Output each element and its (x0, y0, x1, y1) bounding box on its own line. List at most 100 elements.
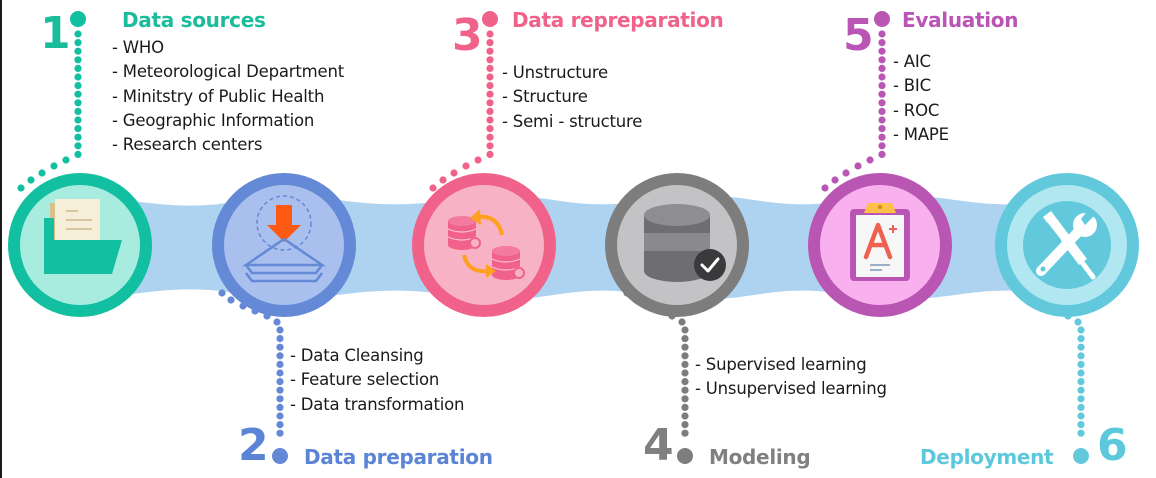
gear-icon (513, 267, 525, 279)
list-item: - Unstructure (502, 63, 609, 82)
connector-dot (681, 386, 689, 394)
screwdriver (1043, 211, 1087, 265)
connector-dot (450, 169, 458, 177)
wrench-jaw (1081, 209, 1097, 225)
connector-dot (1077, 429, 1085, 437)
connector-dot (1064, 312, 1072, 320)
connector-dot (74, 99, 82, 107)
layer (241, 237, 327, 267)
connector-dot (878, 39, 886, 47)
connector-dot (486, 39, 494, 47)
step-2-title: Data preparation (304, 445, 493, 469)
connector-dot (678, 318, 686, 326)
plus-sign (889, 225, 897, 233)
connector-dot (486, 30, 494, 38)
list-item: - Minitstry of Public Health (112, 86, 325, 106)
connector-dot (239, 302, 247, 310)
connector-dot (74, 125, 82, 133)
step-4-list: - Supervised learning - Unsupervised lea… (695, 353, 887, 402)
connector-dot (878, 142, 886, 150)
connector-dot (842, 169, 850, 177)
connector-dot (486, 56, 494, 64)
list-item: - Data Cleansing (290, 346, 424, 365)
step-2-number: 2 (238, 420, 269, 471)
step-3-node (412, 173, 556, 317)
step-1-number: 1 (40, 8, 71, 59)
connector-dot (486, 142, 494, 150)
connector-dot (681, 378, 689, 386)
connector-dot (276, 352, 284, 360)
connector-dot (74, 30, 82, 38)
connector-dot (276, 412, 284, 420)
list-item: - Research centers (112, 135, 263, 155)
step-2-list: - Data Cleansing - Feature selection - D… (290, 344, 464, 417)
connector-dot (1077, 421, 1085, 429)
connector-dot (462, 162, 470, 170)
step-6-number: 6 (1097, 420, 1128, 471)
list-item: - AIC (893, 52, 931, 71)
connector-dot (1077, 335, 1085, 343)
connector-dot (74, 142, 82, 150)
list-item: - MAPE (893, 124, 949, 144)
check-icon (700, 257, 720, 273)
connector-endpoint (482, 11, 498, 27)
node-fill (224, 185, 344, 305)
connector-dot (276, 386, 284, 394)
connector-dot (486, 73, 494, 81)
connector-dot (623, 289, 631, 297)
grade-clipboard-icon (850, 203, 910, 281)
connector-dot (74, 82, 82, 90)
connector-dot (831, 176, 839, 184)
database-icon (491, 246, 525, 280)
connector-dot (273, 318, 281, 326)
connector-dot (878, 47, 886, 55)
connector-endpoint (1073, 448, 1089, 464)
connector-dot (681, 369, 689, 377)
node-fill (424, 185, 544, 305)
connector-dot (681, 352, 689, 360)
connector-dot (644, 302, 652, 310)
connector-dot (276, 326, 284, 334)
list-item: - Structure (502, 87, 588, 107)
grade-letter (863, 222, 893, 260)
connector-dot (276, 378, 284, 386)
connector-dot (878, 82, 886, 90)
connector-dot (263, 312, 271, 320)
layer (245, 264, 323, 275)
connector-dot (878, 90, 886, 98)
connector-dot (878, 107, 886, 115)
connector-dot (681, 326, 689, 334)
connector-dot (429, 184, 437, 192)
db-top (644, 204, 710, 226)
connector-dot (878, 116, 886, 124)
down-arrow (267, 205, 301, 242)
connector-dot (1077, 395, 1085, 403)
connector-dot (681, 335, 689, 343)
list-item: - BIC (893, 76, 931, 96)
connector-dot (668, 312, 676, 320)
connector-dot (74, 64, 82, 72)
connector-dot (1077, 352, 1085, 360)
connector-dot (1077, 386, 1085, 394)
connector-dot (1074, 318, 1082, 326)
connector-dot (878, 125, 886, 133)
connector-dot (878, 30, 886, 38)
connector-dot (486, 133, 494, 141)
connector-endpoint (272, 448, 288, 464)
download-layers-icon (241, 195, 327, 283)
connector-dot (681, 360, 689, 368)
step-4-connector (623, 289, 693, 464)
step-1-title: Data sources (122, 8, 266, 32)
connector-dot (1077, 378, 1085, 386)
screwdriver-groove (1046, 222, 1062, 242)
list-item: - ROC (893, 100, 940, 120)
list-item: - Feature selection (290, 370, 440, 390)
connector-dot (1019, 289, 1027, 297)
connector-dot (486, 107, 494, 115)
step-3-number: 3 (452, 10, 483, 61)
connector-dot (276, 421, 284, 429)
connector-dot (681, 403, 689, 411)
connector-dot (854, 162, 862, 170)
connector-dot (276, 343, 284, 351)
